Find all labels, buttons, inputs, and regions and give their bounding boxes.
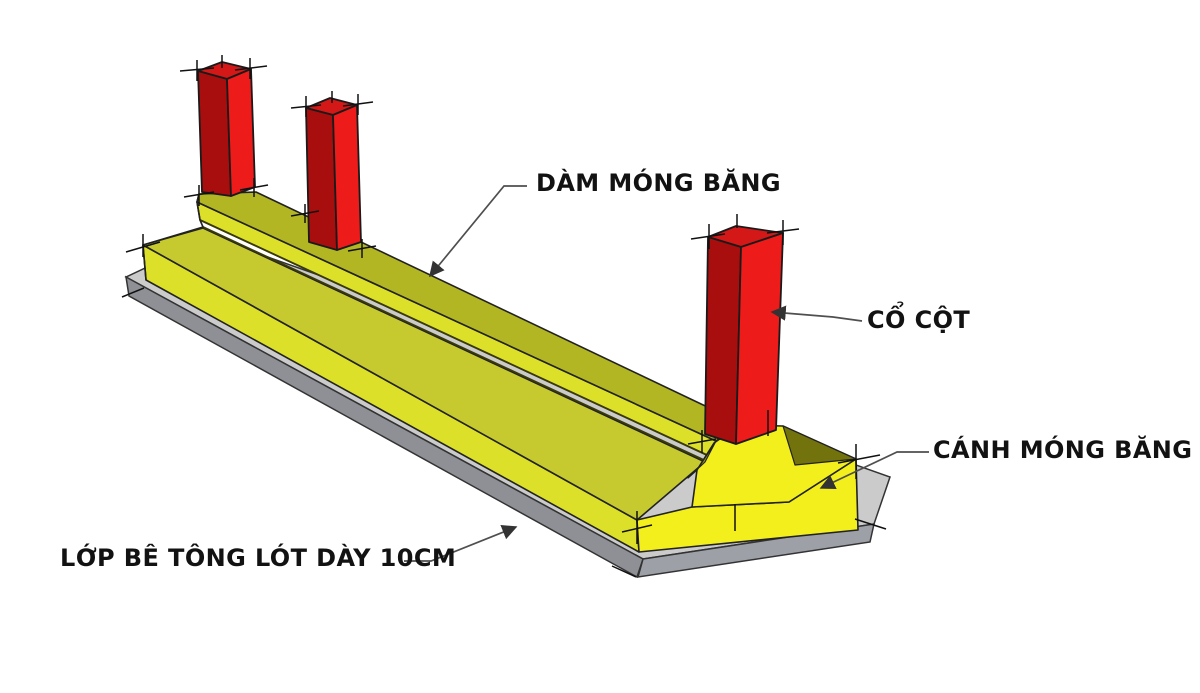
column-3	[704, 225, 784, 445]
leader-lop	[404, 525, 518, 562]
label-co-cot: CỔ CỘT	[867, 306, 971, 334]
footing-pad-back-slope	[782, 425, 857, 466]
leader-canh	[819, 451, 929, 490]
column-2	[305, 97, 362, 251]
label-dam-mong-bang: DÀM MÓNG BĂNG	[536, 169, 782, 197]
leader-lines	[404, 185, 929, 562]
label-canh-mong-bang: CÁNH MÓNG BĂNG	[933, 436, 1193, 464]
leader-co-cot	[770, 305, 863, 322]
leader-dam	[429, 185, 527, 278]
column-1	[197, 61, 256, 197]
strip-footing	[142, 191, 859, 553]
label-lop-be-tong-lot: LỚP BÊ TÔNG LÓT DÀY 10CM	[60, 544, 457, 572]
footing-pad-left-slope	[687, 440, 717, 479]
axis-tick-marks	[121, 55, 887, 578]
